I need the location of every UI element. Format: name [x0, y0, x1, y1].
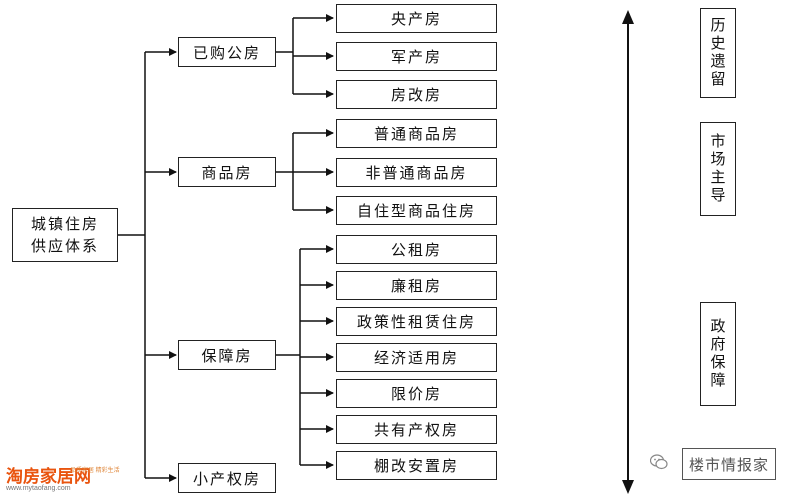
watermark-url: www.mytaofang.com: [6, 485, 71, 492]
arrow-down-icon: [622, 480, 634, 494]
category-node: 已购公房: [178, 37, 276, 67]
axis-label-government: 政府保障: [700, 302, 736, 406]
category-node: 商品房: [178, 157, 276, 187]
leaf-node: 非普通商品房: [336, 158, 497, 187]
leaf-node: 公租房: [336, 235, 497, 264]
watermark-logo-left: 淘房家居网 品质家居 精彩生活 www.mytaofang.com: [6, 462, 120, 492]
wechat-icon: [650, 454, 668, 470]
leaf-node: 普通商品房: [336, 119, 497, 148]
axis-label-market: 市场主导: [700, 122, 736, 216]
leaf-node: 棚改安置房: [336, 451, 497, 480]
watermark-stamp: 楼市情报家: [682, 448, 776, 480]
root-label-line1: 城镇住房: [30, 215, 99, 233]
leaf-node: 自住型商品住房: [336, 196, 497, 225]
category-node: 小产权房: [178, 463, 276, 493]
root-node: 城镇住房 供应体系: [12, 208, 118, 262]
double-arrow-axis: [622, 10, 634, 494]
leaf-node: 共有产权房: [336, 415, 497, 444]
axis-label-history: 历史遗留: [700, 8, 736, 98]
leaf-node: 廉租房: [336, 271, 497, 300]
watermark-tagline: 品质家居 精彩生活: [70, 468, 120, 474]
watermark-right: 楼市情报家: [648, 442, 780, 486]
leaf-node: 政策性租赁住房: [336, 307, 497, 336]
leaf-node: 房改房: [336, 80, 497, 109]
root-label-line2: 供应体系: [30, 237, 99, 255]
watermark-brand: 淘房家居网: [6, 467, 91, 486]
leaf-node: 经济适用房: [336, 343, 497, 372]
leaf-node: 央产房: [336, 4, 497, 33]
leaf-node: 军产房: [336, 42, 497, 71]
leaf-node: 限价房: [336, 379, 497, 408]
category-node: 保障房: [178, 340, 276, 370]
arrow-up-icon: [622, 10, 634, 24]
